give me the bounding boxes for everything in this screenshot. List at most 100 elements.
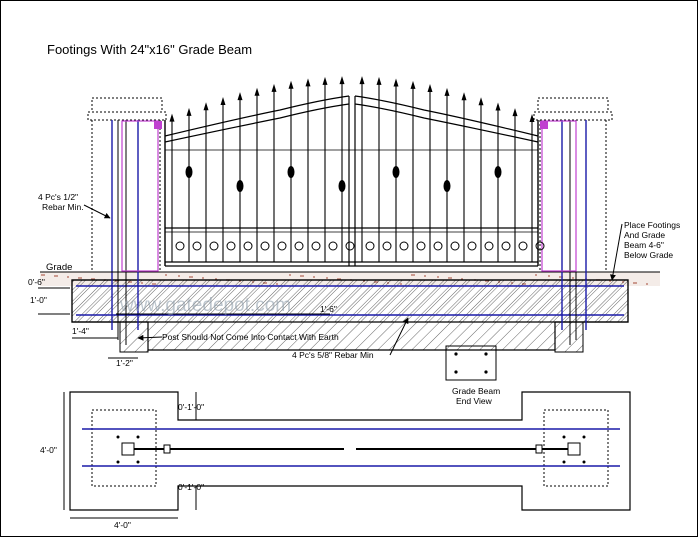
- finial-spear-icon: [305, 78, 311, 87]
- scroll-ornament-icon: [392, 166, 400, 178]
- scroll-ornament-icon: [209, 241, 219, 251]
- soil-speck: [437, 276, 439, 278]
- finial-spear-icon: [478, 97, 484, 106]
- finial-spear-icon: [427, 84, 433, 93]
- soil-speck: [450, 277, 452, 279]
- soil-speck: [178, 275, 180, 277]
- soil-speck: [413, 274, 415, 276]
- finial-spear-icon: [529, 113, 535, 122]
- finial-spear-icon: [444, 87, 450, 96]
- finial-spear-icon: [288, 80, 294, 89]
- soil-speck: [43, 274, 45, 276]
- finial-spear-icon: [393, 78, 399, 87]
- soil-speck: [54, 275, 56, 277]
- scroll-ornament-icon: [287, 166, 295, 178]
- dim-1-0: 1'-0": [30, 295, 47, 305]
- soil-speck: [424, 275, 426, 277]
- soil-speck: [633, 282, 635, 284]
- soil-speck: [313, 276, 315, 278]
- soil-speck: [189, 276, 191, 278]
- scroll-ornament-icon: [236, 180, 244, 192]
- soil-speck: [80, 277, 82, 279]
- right-pillar: [533, 97, 613, 345]
- dim-0-6: 0'-6": [28, 277, 45, 287]
- plan-view: [69, 391, 631, 511]
- scroll-ornament-icon: [484, 241, 494, 251]
- finial-spear-icon: [410, 80, 416, 89]
- scroll-ornament-icon: [185, 166, 193, 178]
- scroll-ornament-icon: [501, 241, 511, 251]
- scroll-ornament-icon: [365, 241, 375, 251]
- scroll-ornament-icon: [416, 241, 426, 251]
- scroll-ornament-icon: [175, 241, 185, 251]
- dim-1-2: 1'-2": [116, 358, 133, 368]
- soil-speck: [300, 275, 302, 277]
- finial-spear-icon: [512, 108, 518, 117]
- label-rebar-58: 4 Pc's 5/8" Rebar Min: [292, 350, 374, 360]
- soil-speck: [289, 274, 291, 276]
- finial-spear-icon: [271, 83, 277, 92]
- scroll-ornament-icon: [433, 241, 443, 251]
- finial-spear-icon: [254, 87, 260, 96]
- scroll-ornament-icon: [311, 241, 321, 251]
- soil-speck: [78, 277, 80, 279]
- soil-speck: [302, 275, 304, 277]
- finial-spear-icon: [169, 113, 175, 122]
- soil-speck: [559, 276, 561, 278]
- label-place-footings-4: Below Grade: [624, 250, 673, 260]
- scroll-ornament-icon: [294, 241, 304, 251]
- finial-spear-icon: [339, 76, 345, 85]
- dim-plan-bottom: 0'-1'-0": [178, 482, 204, 492]
- soil-speck: [572, 277, 574, 279]
- grade-beam-end-view: [445, 345, 497, 381]
- dim-1-6: 1'-6": [320, 304, 337, 314]
- finial-spear-icon: [461, 92, 467, 101]
- dim-1-4: 1'-4": [72, 326, 89, 336]
- soil-speck: [548, 275, 550, 277]
- label-place-footings-3: Beam 4-6": [624, 240, 664, 250]
- label-place-footings-2: And Grade: [624, 230, 665, 240]
- scroll-ornament-icon: [243, 241, 253, 251]
- finial-spear-icon: [220, 96, 226, 105]
- soil-speck: [646, 283, 648, 285]
- soil-speck: [67, 276, 69, 278]
- soil-speck: [448, 277, 450, 279]
- label-end-view-1: Grade Beam: [452, 386, 500, 396]
- soil-speck: [202, 277, 204, 279]
- page-title: Footings With 24"x16" Grade Beam: [47, 42, 252, 57]
- scroll-ornament-icon: [328, 241, 338, 251]
- scroll-ornament-icon: [467, 241, 477, 251]
- finial-spear-icon: [186, 107, 192, 116]
- watermark: www.gatedepot.com: [119, 295, 291, 316]
- dim-plan-top: 0'-1'-0": [178, 402, 204, 412]
- soil-speck: [411, 274, 413, 276]
- finial-spear-icon: [359, 76, 365, 85]
- label-rebar-half-2: Rebar Min.: [42, 202, 84, 212]
- soil-speck: [535, 274, 537, 276]
- scroll-ornament-icon: [277, 241, 287, 251]
- dim-plan-width: 4'-0": [114, 520, 131, 530]
- scroll-ornament-icon: [518, 241, 528, 251]
- finial-spear-icon: [376, 76, 382, 85]
- scroll-ornament-icon: [338, 180, 346, 192]
- scroll-ornament-icon: [450, 241, 460, 251]
- scroll-ornament-icon: [399, 241, 409, 251]
- soil-speck: [41, 274, 43, 276]
- soil-speck: [326, 277, 328, 279]
- finial-spear-icon: [495, 102, 501, 111]
- label-post-note: Post Should Not Come Into Contact With E…: [162, 332, 339, 342]
- label-end-view-2: End View: [456, 396, 493, 406]
- label-rebar-half-1: 4 Pc's 1/2": [38, 192, 78, 202]
- scroll-ornament-icon: [494, 166, 502, 178]
- scroll-ornament-icon: [535, 241, 545, 251]
- soil-speck: [635, 282, 637, 284]
- scroll-ornament-icon: [345, 241, 355, 251]
- scroll-ornament-icon: [260, 241, 270, 251]
- grade-beam-section: [71, 279, 629, 353]
- soil-speck: [56, 275, 58, 277]
- scroll-ornament-icon: [226, 241, 236, 251]
- label-grade: Grade: [46, 262, 72, 273]
- gate-drawing: [164, 76, 545, 267]
